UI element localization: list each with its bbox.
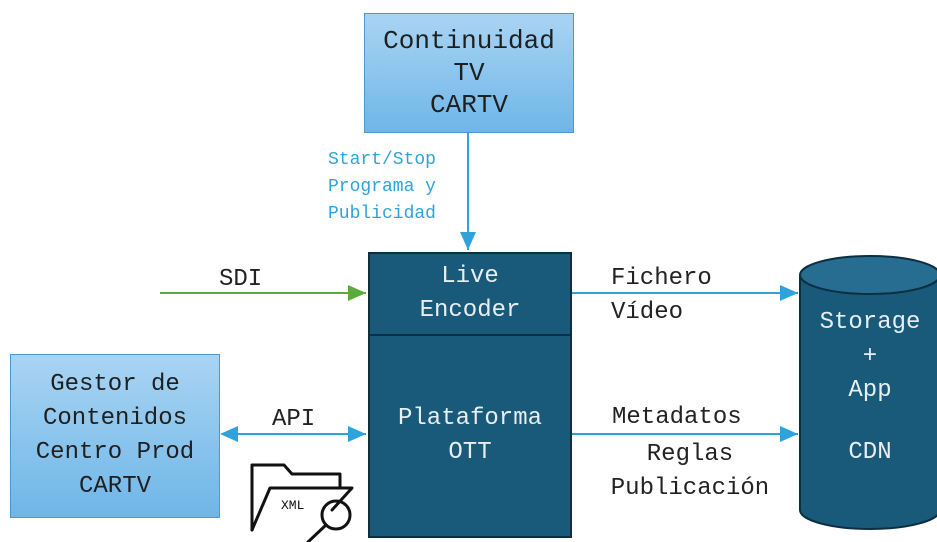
gestor-line-1: Gestor de: [50, 371, 180, 398]
plataforma-ott-box: Plataforma OTT: [368, 334, 572, 538]
gestor-contenidos-box: Gestor de Contenidos Centro Prod CARTV: [10, 354, 220, 518]
live-encoder-line-2: Encoder: [419, 297, 521, 324]
plataforma-line-1: Plataforma: [397, 405, 543, 432]
start-stop-line-1: Start/Stop: [327, 150, 436, 170]
storage-line-2: +: [862, 343, 878, 370]
xml-icon-text: XML: [281, 498, 304, 513]
gestor-line-4: CARTV: [78, 473, 151, 500]
reglas-publicacion-label: Reglas Publicación: [590, 438, 790, 506]
live-encoder-box: Live Encoder: [368, 252, 572, 336]
cdn-label: CDN: [848, 439, 892, 466]
start-stop-line-2: Programa y: [327, 177, 436, 197]
continuidad-line-2: TV: [453, 58, 485, 88]
api-label: API: [272, 406, 316, 433]
plataforma-line-2: OTT: [448, 439, 492, 466]
storage-line-1: Storage: [819, 309, 921, 336]
fichero-video-label: Fichero Vídeo: [611, 262, 712, 330]
continuidad-line-3: CARTV: [429, 90, 508, 120]
continuidad-line-1: Continuidad: [383, 26, 555, 56]
sdi-label: SDI: [219, 266, 263, 293]
reglas-line-2: Publicación: [610, 475, 770, 502]
gestor-line-2: Contenidos: [42, 405, 188, 432]
fichero-line-1: Fichero: [611, 265, 712, 292]
live-encoder-line-1: Live: [441, 263, 499, 290]
storage-label: Storage + App: [806, 306, 934, 408]
gestor-line-3: Centro Prod: [35, 439, 195, 466]
metadatos-label: Metadatos: [612, 404, 742, 431]
xml-folder-search-icon: [250, 463, 354, 542]
start-stop-line-3: Publicidad: [327, 204, 436, 224]
continuidad-tv-box: Continuidad TV CARTV: [364, 13, 574, 133]
storage-cylinder: [799, 255, 937, 530]
fichero-line-2: Vídeo: [611, 299, 684, 326]
storage-line-3: App: [848, 377, 892, 404]
reglas-line-1: Reglas: [646, 441, 734, 468]
start-stop-label: Start/Stop Programa y Publicidad: [296, 147, 436, 228]
